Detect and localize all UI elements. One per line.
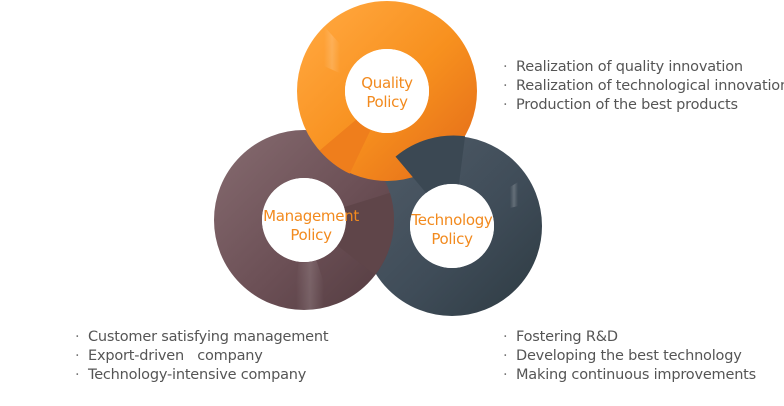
list-item: · Export-driven company bbox=[75, 347, 328, 366]
quality-points-list: · Realization of quality innovation · Re… bbox=[503, 58, 784, 115]
management-label-line1: Management bbox=[263, 207, 359, 225]
list-item: · Developing the best technology bbox=[503, 347, 756, 366]
list-item-text: Realization of technological innovation bbox=[516, 78, 784, 94]
list-item-text: Realization of quality innovation bbox=[516, 59, 743, 75]
list-item: · Customer satisfying management bbox=[75, 328, 329, 347]
bullet-dot: · bbox=[503, 78, 508, 94]
bullet-dot: · bbox=[503, 59, 508, 75]
list-item-text: Making continuous improvements bbox=[516, 367, 757, 383]
bullet-dot: · bbox=[503, 367, 508, 383]
list-item-text: Customer satisfying management bbox=[88, 329, 329, 345]
bullet-dot: · bbox=[75, 348, 80, 364]
list-item-text: Technology-intensive company bbox=[88, 367, 307, 383]
bullet-dot: · bbox=[503, 329, 508, 345]
technology-label-line2: Policy bbox=[431, 230, 473, 248]
quality-center bbox=[345, 49, 429, 133]
management-label-line2: Policy bbox=[290, 226, 332, 244]
technology-label-line1: Technology bbox=[411, 211, 493, 229]
management-overlap bbox=[336, 192, 394, 275]
technology-policy-label: Technology Policy bbox=[404, 211, 500, 249]
list-item-text: Developing the best technology bbox=[516, 348, 742, 364]
quality-policy-label: Quality Policy bbox=[346, 74, 428, 112]
list-item: · Fostering R&D bbox=[503, 328, 756, 347]
list-item-text: Fostering R&D bbox=[516, 329, 618, 345]
quality-label-line2: Policy bbox=[366, 93, 408, 111]
list-item: · Realization of technological innovatio… bbox=[503, 77, 784, 96]
quality-overlap bbox=[319, 118, 372, 174]
bullet-dot: · bbox=[503, 97, 508, 113]
quality-ring bbox=[297, 1, 477, 181]
management-policy-label: Management Policy bbox=[258, 207, 364, 245]
technology-overlap bbox=[395, 135, 466, 195]
bullet-dot: · bbox=[75, 329, 80, 345]
quality-label-line1: Quality bbox=[361, 74, 413, 92]
bullet-dot: · bbox=[503, 348, 508, 364]
management-points-list: · Customer satisfying management · Expor… bbox=[75, 328, 329, 385]
list-item-text: Production of the best products bbox=[516, 97, 738, 113]
list-item: · Production of the best products bbox=[503, 96, 784, 115]
management-center bbox=[262, 178, 346, 262]
list-item: · Technology-intensive company bbox=[75, 366, 328, 385]
list-item: · Making continuous improvements bbox=[503, 366, 756, 385]
technology-points-list: · Fostering R&D · Developing the best te… bbox=[503, 328, 756, 385]
bullet-dot: · bbox=[75, 367, 80, 383]
list-item: · Realization of quality innovation bbox=[503, 58, 784, 77]
list-item-text: Export-driven company bbox=[88, 348, 263, 364]
technology-center bbox=[410, 184, 494, 268]
